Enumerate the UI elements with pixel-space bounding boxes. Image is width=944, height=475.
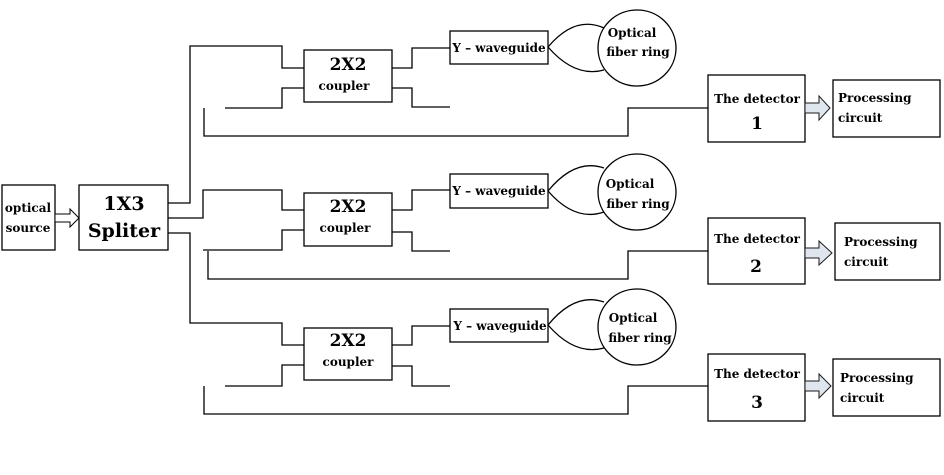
coupler-2-sub: coupler bbox=[320, 221, 372, 235]
detector-1-label: The detector bbox=[714, 92, 801, 106]
y-waveguide-1-box bbox=[449, 30, 549, 65]
optical-source-label-1: optical bbox=[5, 201, 52, 215]
coupler-2-box bbox=[303, 192, 393, 247]
processing-1-label-1: Processing bbox=[838, 91, 912, 105]
splitter-label-1: 1X3 bbox=[103, 193, 144, 215]
detector-2-box bbox=[707, 217, 806, 285]
processing-2-label-1: Processing bbox=[844, 235, 918, 249]
fiber-ring-3-label-2: fiber ring bbox=[608, 331, 672, 345]
detector-3-feed-line bbox=[203, 385, 708, 415]
fiber-ring-1-label-2: fiber ring bbox=[606, 45, 670, 59]
detector-2-label: The detector bbox=[714, 232, 801, 246]
channel-3: 2X2 coupler Y – waveguide Optical fiber … bbox=[203, 288, 941, 422]
fiber-loop-1 bbox=[547, 23, 605, 73]
detector-3-arrow bbox=[804, 372, 832, 400]
y-waveguide-2-label: Y – waveguide bbox=[451, 184, 546, 198]
splitter-output-1-line bbox=[168, 45, 212, 204]
processing-1-box bbox=[832, 79, 941, 138]
y-waveguide-2-box bbox=[449, 173, 549, 209]
coupler-3-title: 2X2 bbox=[330, 331, 367, 351]
fiber-ring-1 bbox=[597, 9, 677, 87]
detector-1-number: 1 bbox=[751, 114, 763, 134]
coupler-3-input-top bbox=[212, 322, 304, 346]
processing-2-label-2: circuit bbox=[844, 255, 889, 269]
channel-2: 2X2 coupler Y – waveguide Optical fiber … bbox=[203, 153, 941, 285]
optical-source-label-2: source bbox=[6, 221, 51, 235]
y-waveguide-3-box bbox=[449, 308, 549, 343]
splitter-block: 1X3 Spliter bbox=[78, 184, 169, 251]
coupler-3-input-bottom bbox=[225, 364, 304, 387]
channel-1: 2X2 coupler Y – waveguide Optical fiber … bbox=[203, 9, 941, 143]
detector-1-feed-line bbox=[203, 107, 708, 137]
fiber-loop-3 bbox=[547, 299, 605, 351]
coupler-2-output-bottom bbox=[392, 231, 450, 252]
coupler-3-sub: coupler bbox=[323, 355, 375, 369]
processing-3-label-2: circuit bbox=[840, 391, 885, 405]
fiber-ring-2-label-1: Optical bbox=[606, 177, 655, 191]
fiber-ring-3-label-1: Optical bbox=[609, 311, 658, 325]
source-to-splitter-arrow bbox=[54, 207, 80, 229]
coupler-2-title: 2X2 bbox=[330, 197, 367, 217]
coupler-1-sub: coupler bbox=[319, 79, 371, 93]
coupler-1-input-top bbox=[212, 45, 304, 69]
detector-2-number: 2 bbox=[750, 257, 762, 277]
fiber-ring-2-label-2: fiber ring bbox=[606, 197, 670, 211]
splitter-output-2-line bbox=[168, 189, 227, 219]
y-waveguide-3-label: Y – waveguide bbox=[452, 319, 547, 333]
fiber-ring-1-label-1: Optical bbox=[608, 26, 657, 40]
splitter-output-3-line bbox=[168, 232, 212, 324]
fiber-ring-3 bbox=[597, 288, 677, 366]
coupler-1-input-bottom bbox=[225, 87, 304, 109]
detector-3-label: The detector bbox=[714, 367, 801, 381]
splitter-label-2: Spliter bbox=[88, 220, 161, 242]
coupler-3-output-top bbox=[392, 325, 450, 346]
coupler-2-output-top bbox=[392, 189, 450, 211]
detector-2-arrow bbox=[804, 239, 833, 267]
detector-1-arrow bbox=[804, 94, 831, 122]
detector-1-box bbox=[707, 74, 806, 143]
coupler-1-output-top bbox=[392, 47, 450, 69]
optical-source-block: optical source bbox=[1, 184, 56, 251]
coupler-3-output-bottom bbox=[392, 365, 450, 387]
detector-3-box bbox=[707, 353, 806, 422]
processing-1-label-2: circuit bbox=[838, 111, 883, 125]
processing-3-label-1: Processing bbox=[840, 371, 914, 385]
detector-3-number: 3 bbox=[751, 393, 763, 413]
coupler-1-output-bottom bbox=[392, 87, 450, 108]
y-waveguide-1-label: Y – waveguide bbox=[451, 41, 546, 55]
coupler-1-box bbox=[303, 49, 393, 103]
coupler-1-title: 2X2 bbox=[330, 55, 367, 75]
coupler-3-box bbox=[303, 327, 393, 381]
fiber-loop-2 bbox=[547, 165, 605, 216]
fiber-ring-2 bbox=[597, 153, 677, 231]
coupler-2-input-top bbox=[227, 189, 304, 211]
coupler-2-input-bottom bbox=[203, 229, 304, 251]
processing-3-box bbox=[832, 358, 941, 417]
processing-2-box bbox=[834, 222, 941, 281]
detector-2-feed-line bbox=[207, 250, 708, 280]
